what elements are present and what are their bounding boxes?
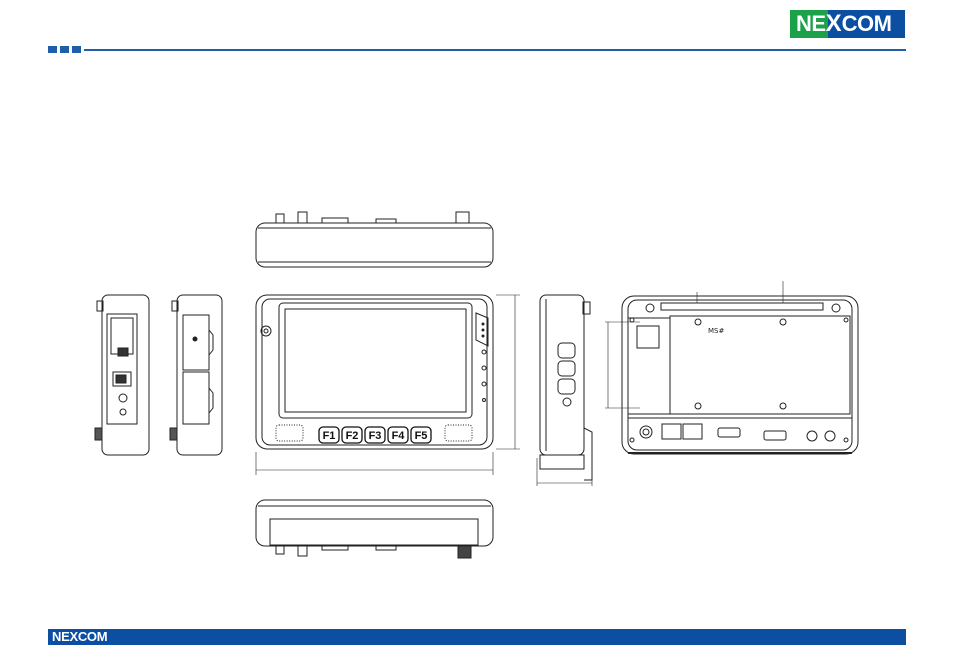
side-view-buttons [537,295,592,486]
function-key-label: F2 [346,430,359,442]
function-key-label: F3 [369,430,382,442]
footer-logo: NEXCOM [52,629,107,645]
footer-bar: NEXCOM [48,629,906,645]
function-key-label: F1 [323,430,336,442]
right-side-view [170,295,222,455]
function-key-label: F4 [392,430,406,442]
front-view [256,295,520,475]
function-key-label: F5 [415,430,428,442]
rear-view: MS# [605,281,858,454]
rear-label: MS# [708,327,724,335]
function-keys: F1 F2 F3 F4 F5 [319,427,431,443]
left-side-view [95,295,149,455]
top-view [256,212,493,267]
bottom-view [256,500,493,558]
